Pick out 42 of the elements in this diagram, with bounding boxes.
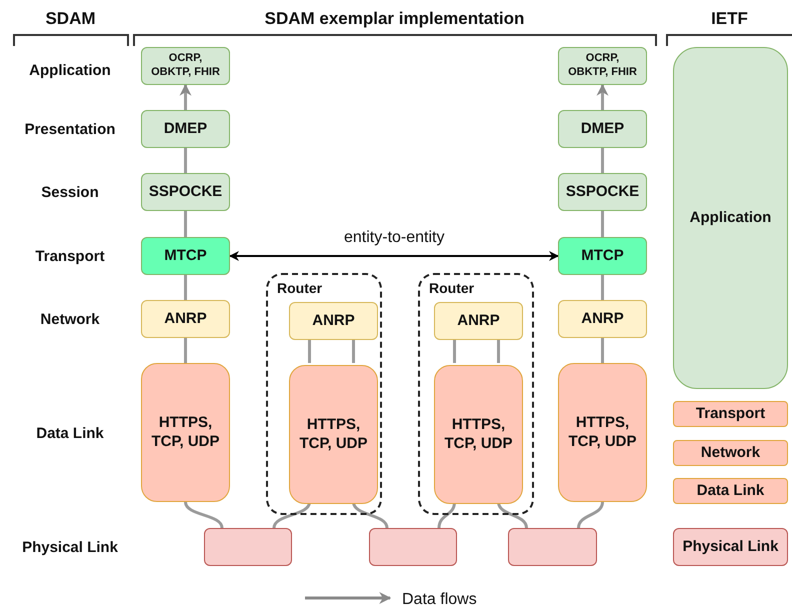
protocol-box: OCRP, OBKTP, FHIR (141, 47, 230, 85)
layer-label: Physical Link (21, 538, 119, 558)
layer-label: Presentation (24, 120, 116, 140)
column-heading: SDAM (44, 8, 97, 30)
protocol-box: HTTPS, TCP, UDP (141, 363, 230, 502)
protocol-box: MTCP (141, 237, 230, 275)
protocol-box: ANRP (141, 300, 230, 338)
protocol-box: HTTPS, TCP, UDP (434, 365, 523, 504)
layer-box: Data Link (673, 478, 788, 504)
protocol-box: ANRP (289, 302, 378, 340)
layer-label: Network (39, 310, 101, 330)
data-flow-arrow (596, 84, 608, 110)
physical-link-box: Physical Link (673, 528, 788, 566)
legend-label: Data flows (402, 590, 477, 610)
column-heading: SDAM exemplar implementation (264, 8, 526, 30)
physical-link-box (369, 528, 457, 566)
layer-label: Transport (34, 247, 106, 267)
protocol-box: ANRP (434, 302, 523, 340)
layer-label: Application (28, 61, 112, 81)
layer-box: Network (673, 440, 788, 466)
protocol-box: HTTPS, TCP, UDP (289, 365, 378, 504)
protocol-box: SSPOCKE (558, 173, 647, 211)
layer-label: Data Link (35, 424, 105, 444)
arrow (229, 251, 559, 261)
router-group (266, 273, 382, 515)
protocol-box: SSPOCKE (141, 173, 230, 211)
physical-link-box (204, 528, 292, 566)
layer-label: Session (40, 183, 100, 203)
layer-box: Transport (673, 401, 788, 427)
router-group (418, 273, 534, 515)
protocol-box: ANRP (558, 300, 647, 338)
physical-link-box (508, 528, 597, 566)
protocol-box: MTCP (558, 237, 647, 275)
group-title: Router (277, 279, 322, 298)
layer-box: Application (673, 47, 788, 389)
protocol-box: OCRP, OBKTP, FHIR (558, 47, 647, 85)
data-flow-arrow (180, 84, 192, 110)
protocol-box: HTTPS, TCP, UDP (558, 363, 647, 502)
column-heading: IETF (710, 8, 749, 30)
group-title: Router (429, 279, 474, 298)
protocol-box: DMEP (558, 110, 647, 148)
protocol-box: DMEP (141, 110, 230, 148)
